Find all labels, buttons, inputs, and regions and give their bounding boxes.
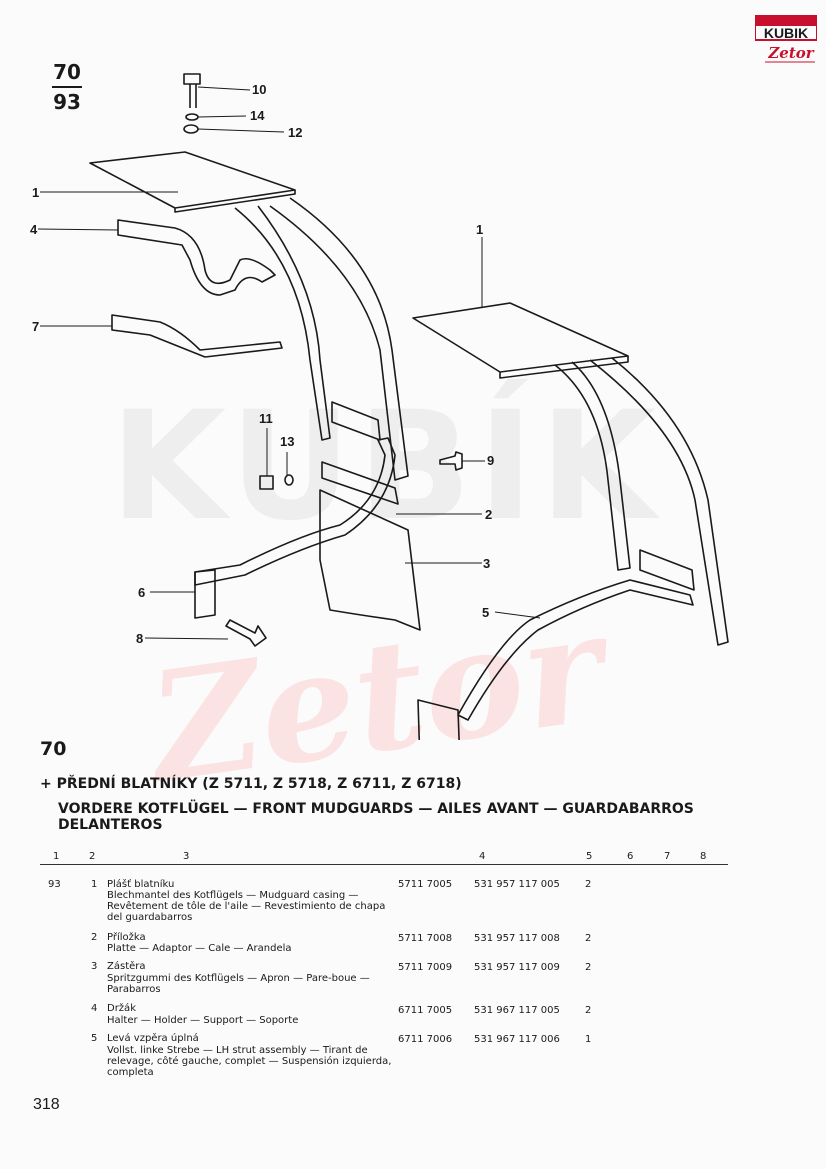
row-4-part: 6711 7005 (398, 1005, 453, 1016)
col-header-8: 8 (700, 851, 707, 862)
callout-9: 9 (487, 453, 494, 468)
row-5-desc: Vollst. linke Strebe — LH strut assembly… (107, 1045, 392, 1078)
section-title-cz: + PŘEDNÍ BLATNÍKY (Z 5711, Z 5718, Z 671… (40, 776, 462, 792)
row-3-desc: Spritzgummi des Kotflügels — Apron — Par… (107, 973, 370, 995)
callout-5: 5 (482, 605, 489, 620)
callout-2: 2 (485, 507, 492, 522)
callout-10: 10 (252, 82, 266, 97)
washer-13-drawing (284, 474, 294, 486)
callout-4: 4 (30, 222, 38, 237)
row-5-part: 6711 7006 (398, 1034, 453, 1045)
row-1-cat: 531 957 117 005 (474, 879, 560, 890)
col-header-3: 3 (183, 851, 190, 862)
row-5-cat: 531 967 117 006 (474, 1034, 560, 1045)
row-2-qty: 2 (585, 933, 592, 944)
section-number: 70 (40, 738, 67, 760)
kubik-zetor-logo: KUBIK Zetor (755, 15, 817, 63)
row-5-name: Levá vzpěra úplná (107, 1033, 199, 1044)
row-5-qty: 1 (585, 1034, 592, 1045)
row-1-desc: Blechmantel des Kotflügels — Mudguard ca… (107, 890, 386, 923)
row-2-pos: 2 (91, 932, 98, 943)
holder-4-drawing (117, 219, 276, 296)
callout-11: 11 (259, 411, 273, 426)
callout-3: 3 (483, 556, 490, 571)
row-3-part: 5711 7009 (398, 962, 453, 973)
row-2-part: 5711 7008 (398, 933, 453, 944)
figure-number: 70 93 (52, 60, 82, 114)
col-header-1: 1 (53, 851, 60, 862)
page-number: 318 (33, 1096, 60, 1113)
callout-6: 6 (138, 585, 145, 600)
row-2-desc: Platte — Adaptor — Cale — Arandela (107, 943, 292, 954)
bracket-7-drawing (111, 314, 283, 358)
table-header-rule (40, 864, 728, 865)
strut-5-drawing (457, 579, 694, 721)
row-2-cat: 531 957 117 008 (474, 933, 560, 944)
row-4-pos: 4 (91, 1003, 98, 1014)
logo-sub: Zetor (767, 44, 814, 62)
row-1-name: Plášť blatníku (107, 879, 175, 890)
col-header-6: 6 (627, 851, 634, 862)
callout-14: 14 (250, 108, 265, 123)
row-3-cat: 531 957 117 009 (474, 962, 560, 973)
right-mudguard-drawing (412, 302, 729, 646)
row-3-pos: 3 (91, 961, 98, 972)
logo-brand: KUBIK (764, 25, 808, 41)
callout-1-left: 1 (32, 185, 39, 200)
exploded-parts-drawing: 10 14 12 1 4 7 1 11 13 9 2 3 6 5 8 (30, 73, 729, 740)
row-4-qty: 2 (585, 1005, 592, 1016)
col-header-4: 4 (479, 851, 486, 862)
figure-number-top: 70 (53, 60, 81, 84)
row-4-cat: 531 967 117 005 (474, 1005, 560, 1016)
col-header-2: 2 (89, 851, 96, 862)
row-3-qty: 2 (585, 962, 592, 973)
group-number: 93 (48, 879, 61, 890)
bolt-8-drawing (225, 619, 267, 647)
row-4-desc: Halter — Holder — Support — Soporte (107, 1015, 299, 1026)
row-5-pos: 5 (91, 1033, 98, 1044)
apron-3-drawing (319, 489, 421, 631)
col-header-5: 5 (586, 851, 593, 862)
col-header-7: 7 (664, 851, 671, 862)
row-1-pos: 1 (91, 879, 98, 890)
row-3-name: Zástěra (107, 961, 146, 972)
bolt-10-drawing (183, 73, 201, 134)
row-1-qty: 2 (585, 879, 592, 890)
strut-6-drawing (194, 437, 396, 586)
callout-8: 8 (136, 631, 143, 646)
callout-1-right: 1 (476, 222, 483, 237)
figure-number-bottom: 93 (53, 90, 81, 114)
row-4-name: Držák (107, 1003, 136, 1014)
nut-11-drawing (259, 475, 274, 490)
row-2-name: Příložka (107, 932, 146, 943)
row-1-part: 5711 7005 (398, 879, 453, 890)
section-title-multilang: VORDERE KOTFLÜGEL — FRONT MUDGUARDS — AI… (58, 801, 694, 833)
callout-12: 12 (288, 125, 302, 140)
figure-number-divider (52, 86, 82, 88)
callout-7: 7 (32, 319, 39, 334)
left-mudguard-drawing (89, 151, 409, 481)
callout-13: 13 (280, 434, 294, 449)
bolt-9-drawing (439, 451, 463, 471)
